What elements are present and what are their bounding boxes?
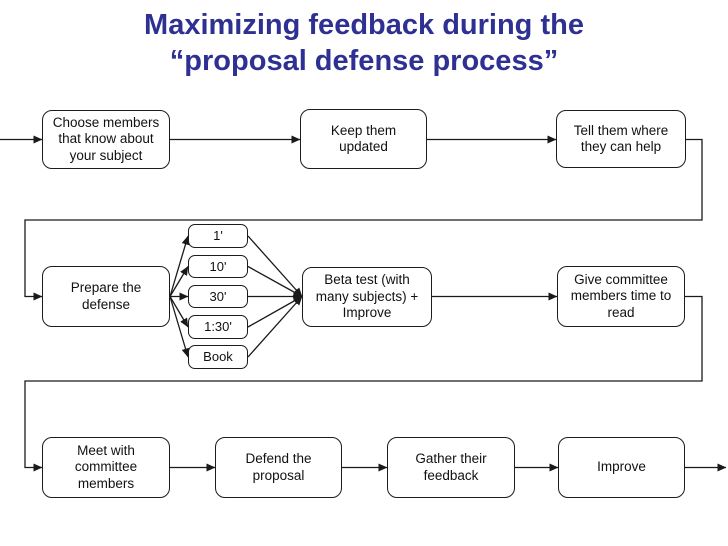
node-time-1-30: 1:30' bbox=[188, 315, 248, 339]
node-beta-test-label: Beta test (with many subjects) + Improve bbox=[315, 272, 419, 321]
connector-prepare-to-book bbox=[169, 296, 190, 358]
node-keep-updated: Keep them updated bbox=[300, 109, 427, 169]
node-meet-committee-label: Meet with committee members bbox=[74, 442, 138, 491]
node-improve: Improve bbox=[558, 437, 685, 498]
node-book-label: Book bbox=[203, 349, 233, 365]
connector-10-to-beta bbox=[247, 265, 303, 298]
node-tell-where-help-label: Tell them where they can help bbox=[573, 122, 669, 154]
connector-prepare-to-1-30 bbox=[169, 296, 189, 328]
node-defend-proposal: Defend the proposal bbox=[215, 437, 342, 498]
node-time-1-label: 1' bbox=[213, 228, 223, 244]
node-give-time-read-label: Give committee members time to read bbox=[570, 271, 672, 320]
node-gather-feedback: Gather their feedback bbox=[387, 437, 515, 498]
node-defend-proposal-label: Defend the proposal bbox=[245, 451, 312, 483]
node-improve-label: Improve bbox=[597, 459, 646, 475]
node-time-1: 1' bbox=[188, 224, 248, 248]
connector-book-to-beta bbox=[247, 296, 303, 358]
node-time-10-label: 10' bbox=[209, 258, 227, 274]
node-meet-committee: Meet with committee members bbox=[42, 437, 170, 498]
slide-title: Maximizing feedback during the “proposal… bbox=[0, 8, 728, 80]
connector-give-to-meet bbox=[24, 295, 703, 472]
node-time-30: 30' bbox=[188, 285, 248, 308]
connector-1-30-to-beta bbox=[247, 295, 303, 328]
node-tell-where-help: Tell them where they can help bbox=[556, 110, 686, 168]
connector-prepare-to-10 bbox=[169, 266, 189, 297]
node-beta-test: Beta test (with many subjects) + Improve bbox=[302, 267, 432, 327]
node-give-time-read: Give committee members time to read bbox=[557, 266, 685, 327]
node-keep-updated-label: Keep them updated bbox=[330, 122, 397, 154]
node-choose-members: Choose members that know about your subj… bbox=[42, 110, 170, 169]
node-gather-feedback-label: Gather their feedback bbox=[415, 451, 487, 483]
node-book: Book bbox=[188, 345, 248, 369]
node-choose-members-label: Choose members that know about your subj… bbox=[52, 114, 160, 163]
slide-title-line2: “proposal defense process” bbox=[169, 44, 559, 77]
node-prepare-defense-label: Prepare the defense bbox=[70, 280, 142, 312]
node-prepare-defense: Prepare the defense bbox=[42, 266, 170, 327]
slide-title-line1: Maximizing feedback during the bbox=[144, 9, 584, 41]
connector-prepare-to-1 bbox=[169, 235, 190, 297]
connector-tell-to-prepare bbox=[24, 138, 703, 301]
node-time-30-label: 30' bbox=[209, 288, 227, 304]
node-time-1-30-label: 1:30' bbox=[204, 319, 232, 335]
connector-1-to-beta bbox=[247, 235, 303, 297]
node-time-10: 10' bbox=[188, 255, 248, 278]
